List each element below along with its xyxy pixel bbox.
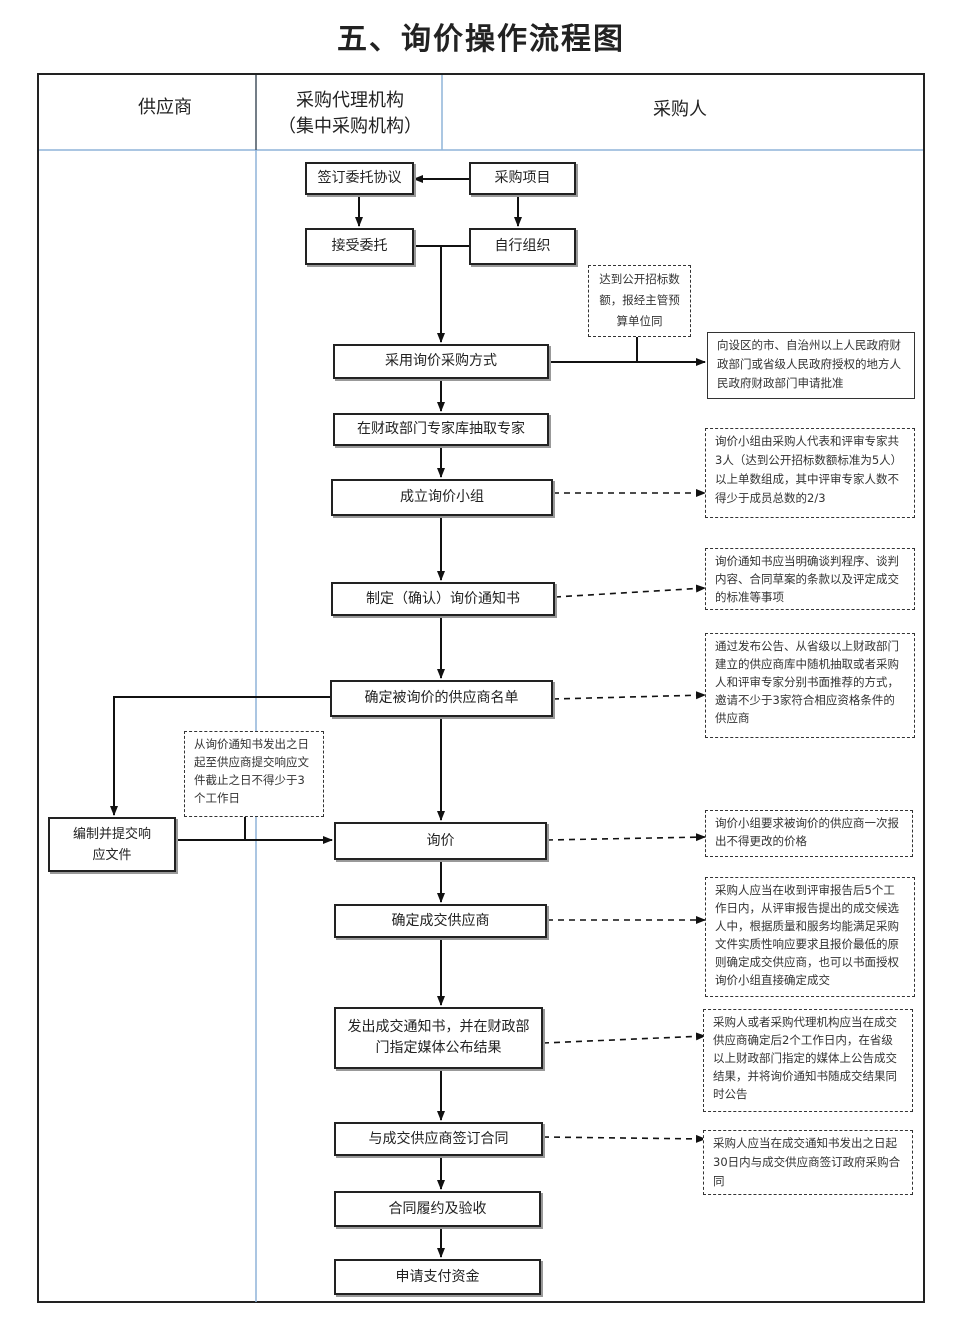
lane-header-agency-line1: 采购代理机构 (296, 90, 404, 111)
lane-header-agency: 采购代理机构 （集中采购机构） (262, 88, 438, 140)
step-form-inquiry-group: 成立询价小组 (331, 479, 553, 516)
step-sign-agreement: 签订委托协议 (305, 162, 414, 195)
step-draft-inquiry-notice: 制定（确认）询价通知书 (331, 582, 555, 616)
step-extract-experts: 在财政部门专家库抽取专家 (333, 413, 549, 446)
note-contract-deadline: 采购人应当在成交通知书发出之日起30日内与成交供应商签订政府采购合同 (703, 1130, 913, 1195)
note-one-time-quote: 询价小组要求被询价的供应商一次报出不得更改的价格 (705, 810, 913, 857)
step-self-organize: 自行组织 (469, 228, 576, 265)
lane-header-purchaser: 采购人 (653, 99, 707, 120)
step-accept-commission: 接受委托 (305, 228, 414, 265)
step-apply-payment: 申请支付资金 (334, 1259, 541, 1295)
step-determine-winner: 确定成交供应商 (334, 904, 547, 938)
note-response-deadline: 从询价通知书发出之日起至供应商提交响应文件截止之日不得少于3个工作日 (184, 731, 324, 817)
step-issue-award-notice-line2: 门指定媒体公布结果 (375, 1040, 502, 1056)
note-group-composition: 询价小组由采购人代表和评审专家共3人（达到公开招标数额标准为5人）以上单数组成，… (705, 428, 915, 518)
step-purchase-project: 采购项目 (469, 162, 576, 195)
step-determine-supplier-list: 确定被询价的供应商名单 (330, 680, 553, 717)
step-inquiry: 询价 (334, 822, 547, 860)
step-perform-accept: 合同履约及验收 (334, 1191, 541, 1227)
lane-header-supplier: 供应商 (138, 97, 192, 118)
step-adopt-inquiry-method: 采用询价采购方式 (333, 344, 549, 379)
page-title: 五、询价操作流程图 (337, 22, 625, 57)
step-sign-contract: 与成交供应商签订合同 (334, 1122, 543, 1156)
note-apply-approval: 向设区的市、自治州以上人民政府财政部门或省级人民政府授权的地方人民政府财政部门申… (707, 332, 915, 399)
step-prepare-response: 编制并提交响应文件 (48, 817, 176, 872)
note-winner-determination: 采购人应当在收到评审报告后5个工作日内，从评审报告提出的成交候选人中，根据质量和… (705, 877, 915, 997)
lane-header-agency-line2: （集中采购机构） (278, 116, 422, 137)
flowchart-frame (37, 73, 925, 1303)
note-threshold: 达到公开招标数额，报经主管预算单位同 (588, 265, 691, 337)
step-issue-award-notice: 发出成交通知书，并在财政部 门指定媒体公布结果 (334, 1007, 543, 1069)
note-publish-result: 采购人或者采购代理机构应当在成交供应商确定后2个工作日内，在省级以上财政部门指定… (703, 1009, 913, 1112)
note-supplier-selection: 通过发布公告、从省级以上财政部门建立的供应商库中随机抽取或者采购人和评审专家分别… (705, 633, 915, 738)
note-notice-content: 询价通知书应当明确谈判程序、谈判内容、合同草案的条款以及评定成交的标准等事项 (705, 548, 915, 610)
step-issue-award-notice-line1: 发出成交通知书，并在财政部 (347, 1019, 530, 1035)
